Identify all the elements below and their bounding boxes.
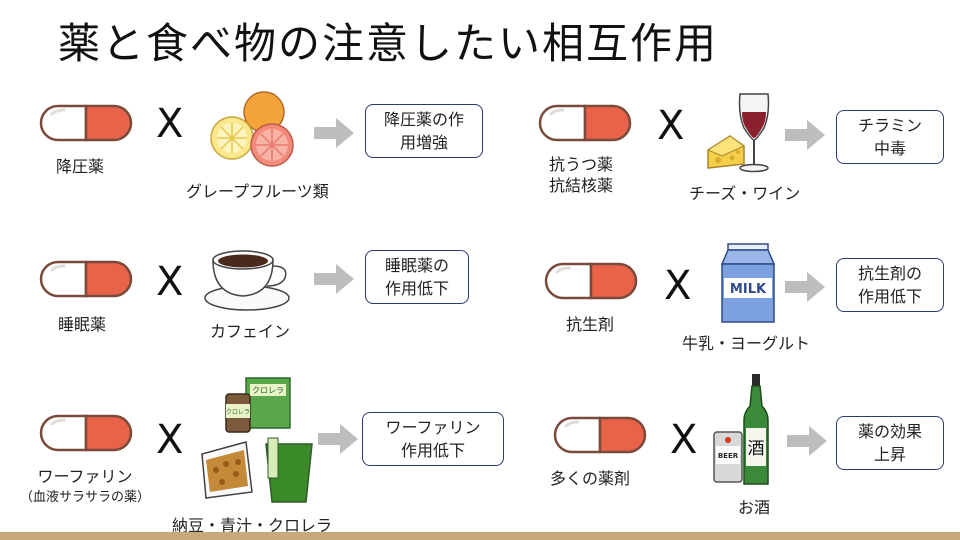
pill-icon [544,262,638,300]
arrow-icon [318,424,358,454]
arrow-icon [314,118,354,148]
cross-icon: X [670,417,698,463]
arrow-icon [787,426,827,456]
pill-icon [39,414,133,452]
drug-label: ワーファリン （血液サラサラの薬） [20,466,150,508]
pill-icon [553,416,647,454]
carton-text: MILK [730,282,767,297]
cross-icon: X [664,263,692,309]
arrow-icon [785,272,825,302]
food-label: 牛乳・ヨーグルト [682,334,811,353]
cheese-wine-icon [706,93,770,173]
box-text: クロレラ [252,386,284,395]
effect-line: 薬の効果 [857,422,922,441]
effect-box: 抗生剤の 作用低下 [836,258,944,312]
food-label: チーズ・ワイン [689,184,801,203]
effect-line: 作用低下 [857,287,922,306]
food-label: グレープフルーツ類 [186,182,329,201]
pill-icon [39,260,133,298]
effect-line: 抗生剤の [857,264,922,283]
effect-line: ワーファリン [385,418,481,437]
drug-label: 降圧薬 [56,157,105,176]
coffee-cup-icon [204,250,290,311]
arrow-icon [314,264,354,294]
effect-line: 作用低下 [384,279,449,298]
drug-label: 睡眠薬 [58,315,107,334]
effect-line: 上昇 [873,445,906,464]
cross-icon: X [657,103,685,149]
effect-line: チラミン [857,116,922,135]
food-label: 納豆・青汁・クロレラ [172,516,333,535]
effect-box: 降圧薬の作 用増強 [365,104,483,158]
effect-box: 薬の効果 上昇 [836,416,944,470]
arrow-icon [785,120,825,150]
grapefruit-icon [210,91,294,167]
cross-icon: X [156,101,184,147]
drug-note: （血液サラサラの薬） [20,490,151,505]
drug-label-line: 抗結核薬 [549,176,614,195]
effect-line: 降圧薬の作 [383,110,464,129]
drug-label-line: ワーファリン [37,467,133,486]
food-label: カフェイン [210,322,291,341]
drug-label: 多くの薬剤 [550,469,631,488]
effect-line: 睡眠薬の [384,256,449,275]
effect-box: ワーファリン 作用低下 [362,412,504,466]
effect-line: 用増強 [399,133,448,152]
drug-label-line: 抗うつ薬 [549,155,614,174]
effect-box: 睡眠薬の 作用低下 [365,250,469,304]
natto-aojiru-chlorella-icon: クロレラ クロレラ [201,377,313,503]
pill-icon [538,104,632,142]
milk-carton-icon: MILK [720,243,776,323]
bottle-text: クロレラ [226,409,250,416]
bottom-accent-bar [0,532,960,540]
cross-icon: X [156,259,184,305]
beer-sake-icon: BEER 酒 [713,374,769,485]
page-title: 薬と食べ物の注意したい相互作用 [58,19,719,68]
effect-line: 中毒 [873,139,906,158]
can-text: BEER [718,452,739,460]
drug-label: 抗うつ薬 抗結核薬 [549,154,613,196]
sake-text: 酒 [748,439,765,459]
cross-icon: X [156,417,184,463]
effect-box: チラミン 中毒 [836,110,944,164]
drug-label: 抗生剤 [566,315,615,334]
pill-icon [39,104,133,142]
effect-line: 作用低下 [400,441,465,460]
food-label: お酒 [738,498,771,517]
